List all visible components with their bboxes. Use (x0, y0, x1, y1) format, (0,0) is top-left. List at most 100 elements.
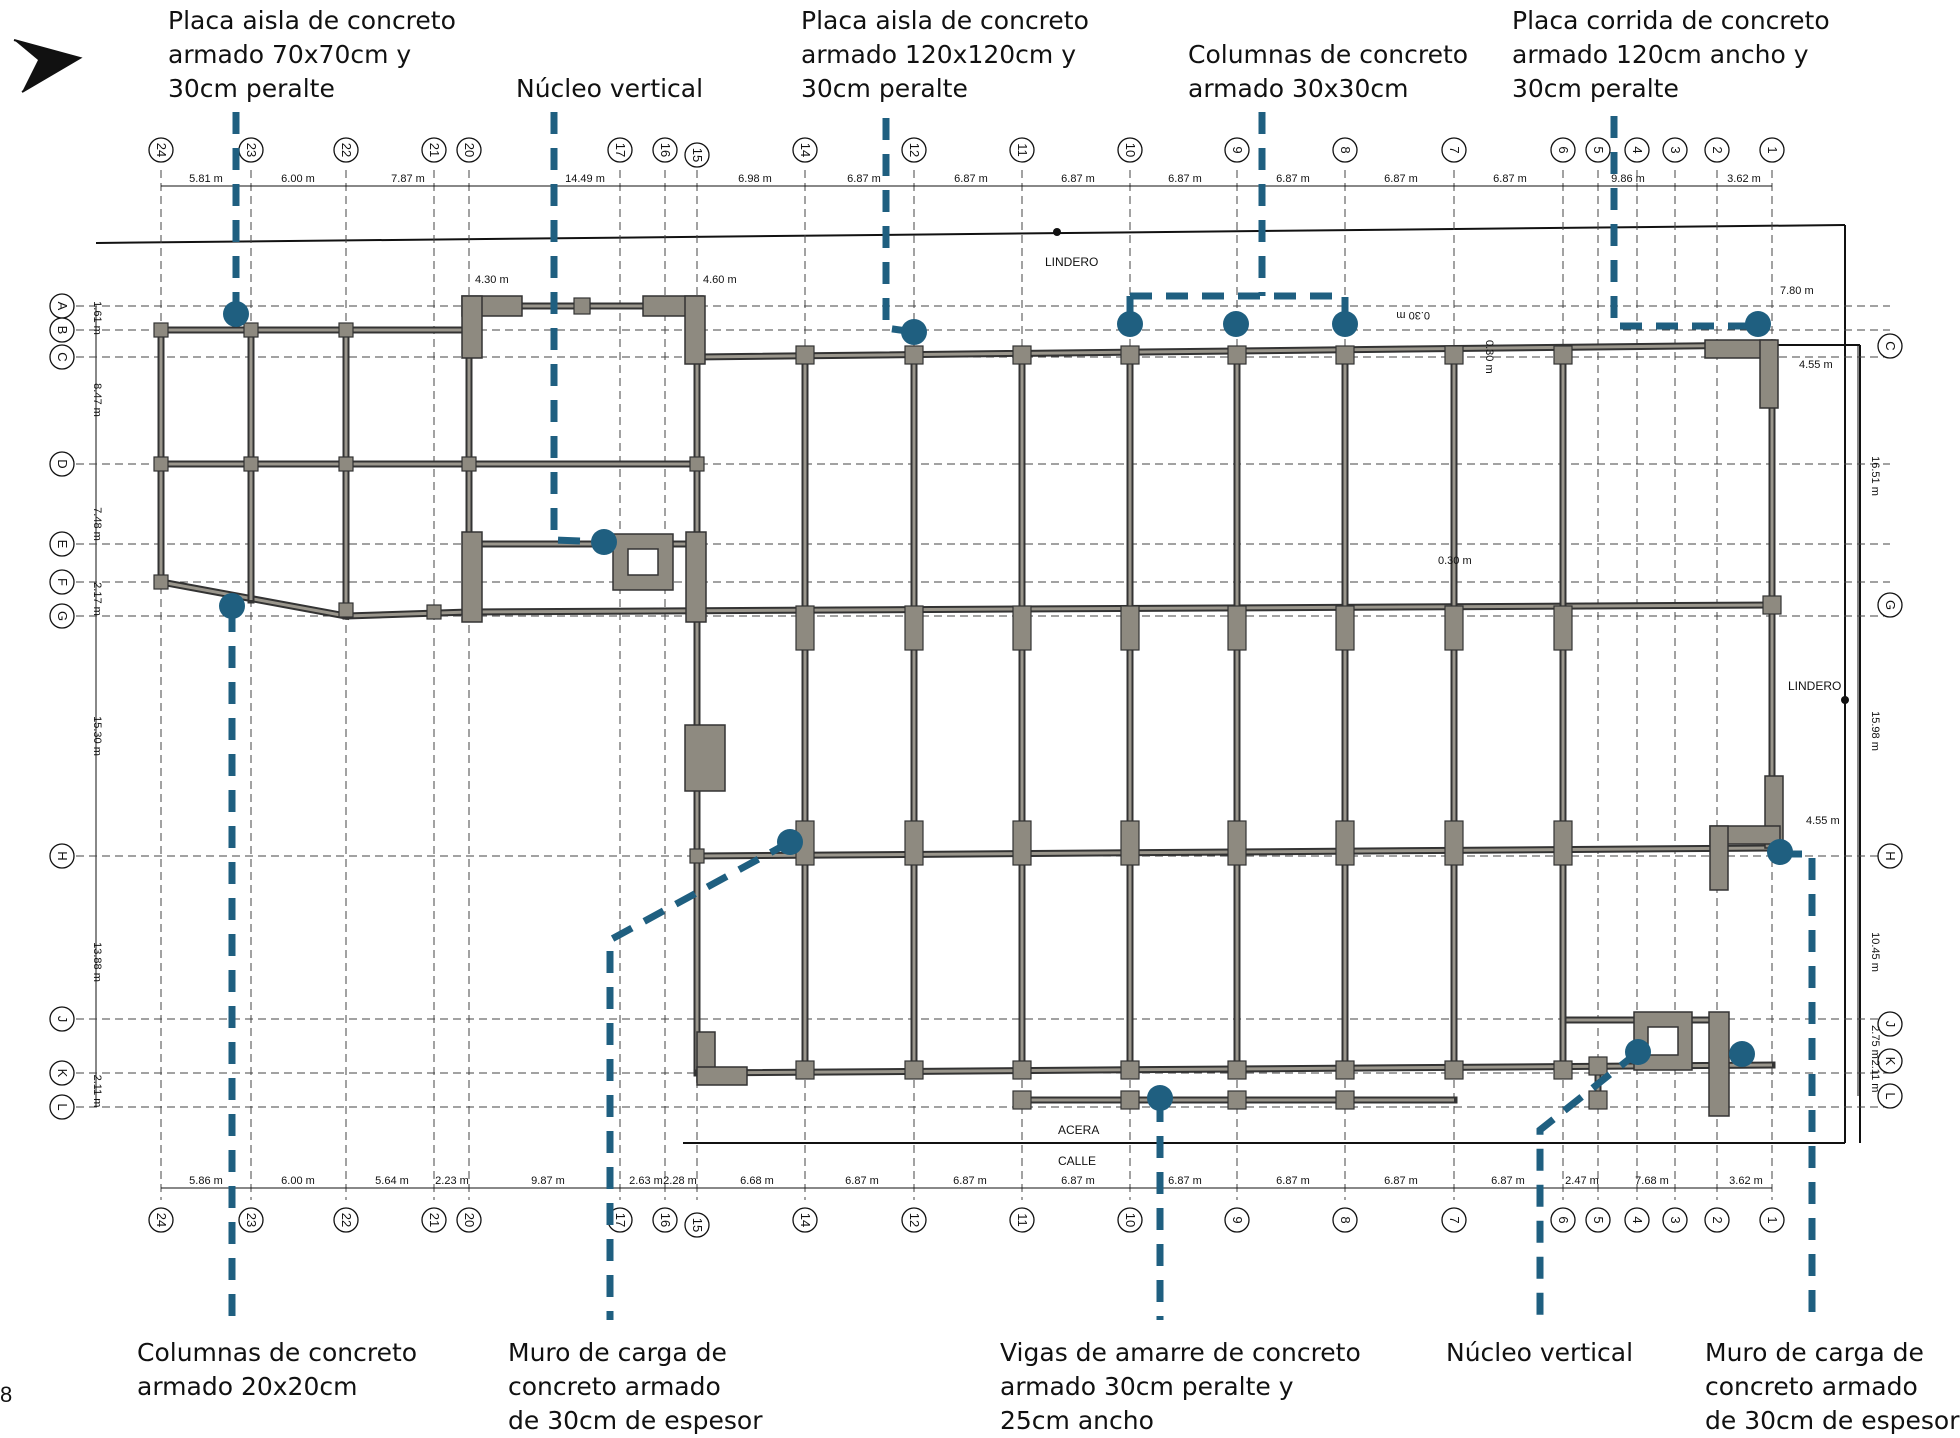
wall-e20 (461, 531, 483, 623)
grid-bubble-bottom-24-label: 24 (154, 1213, 169, 1227)
wall-se-c (1709, 825, 1729, 891)
grid-bubble-bottom-5-label: 5 (1591, 1216, 1606, 1223)
grid-bubble-right-K-label: K (1883, 1057, 1898, 1066)
grid-bubble-bottom-11 (1009, 1207, 1035, 1233)
grid-bubble-left-K (49, 1060, 75, 1086)
grid-bubble-right-K (1877, 1048, 1903, 1074)
wall-ne-b (1759, 339, 1779, 409)
dim-bottom-9: 6.87 m (953, 1175, 987, 1187)
annotation-vertical-core-top: Núcleo vertical (516, 74, 704, 103)
grid-bubble-top-16-label: 16 (658, 143, 673, 157)
annotation-vertical-core-bottom: Núcleo vertical (1446, 1338, 1634, 1367)
dim-left-1: 8.47 m (91, 383, 103, 417)
column-small-4 (243, 456, 259, 472)
grid-bubble-top-2-label: 2 (1710, 146, 1725, 153)
dim-right-2: 10.45 m (1869, 932, 1881, 972)
grid-bubble-right-H (1877, 843, 1903, 869)
grid-bubble-top-9 (1224, 137, 1250, 163)
column-c-7 (1553, 345, 1573, 365)
column-l-8 (1227, 1090, 1247, 1110)
grid-bubble-bottom-21-label: 21 (427, 1213, 442, 1227)
wall-sw-b (696, 1066, 748, 1086)
grid-bubble-top-11 (1009, 137, 1035, 163)
page-number: 8 (0, 1382, 13, 1407)
dim-top-13: 3.62 m (1727, 173, 1761, 185)
dim-left-3: 2.17 m (91, 582, 103, 616)
grid-bubble-bottom-4 (1624, 1207, 1650, 1233)
dim-top-1: 6.00 m (281, 173, 315, 185)
dim-top-6: 6.87 m (954, 173, 988, 185)
callout-wall-right (1780, 850, 1816, 1320)
dim-top-5: 6.87 m (847, 173, 881, 185)
wall-east-j (1708, 1011, 1730, 1117)
column-h-2 (1012, 820, 1032, 866)
dim-right-1: 15.98 m (1869, 711, 1881, 751)
grid-bubble-left-B (49, 317, 75, 343)
dim-top-2: 7.87 m (391, 173, 425, 185)
grid-bubble-top-17-label: 17 (613, 143, 628, 157)
grid-bubble-right-G-label: G (1883, 600, 1898, 610)
dim-top-11: 6.87 m (1493, 173, 1527, 185)
wall-n15-b (684, 295, 706, 365)
dim-right-4: 2.11 m (1869, 1060, 1881, 1093)
grid-bubble-top-24-label: 24 (154, 143, 169, 157)
grid-bubble-bottom-16-label: 16 (658, 1213, 673, 1227)
column-g-3 (1120, 605, 1140, 651)
column-small-8 (426, 604, 442, 620)
column-h-3 (1120, 820, 1140, 866)
callout-dot-8 (777, 829, 803, 855)
dim-460: 4.60 m (703, 274, 737, 286)
column-small-9 (461, 456, 477, 472)
dim-bottom-4: 9.87 m (531, 1175, 565, 1187)
grid-bubble-bottom-10 (1117, 1207, 1143, 1233)
dim-bottom-10: 6.87 m (1061, 1175, 1095, 1187)
dim-top-0: 5.81 m (189, 173, 223, 185)
acera-label: ACERA (1058, 1123, 1099, 1137)
column-h-4 (1227, 820, 1247, 866)
grid-bubble-right-G (1877, 592, 1903, 618)
grid-bubble-bottom-20 (456, 1207, 482, 1233)
dim-left-4: 15.30 m (91, 716, 103, 756)
column-g-6 (1444, 605, 1464, 651)
column-g-1 (904, 605, 924, 651)
grid-bubble-bottom-12-label: 12 (907, 1213, 922, 1227)
dim-bottom-16: 7.68 m (1635, 1175, 1669, 1187)
column-g-0 (795, 605, 815, 651)
grid-bubble-bottom-7 (1441, 1207, 1467, 1233)
grid-bubble-bottom-7-label: 7 (1447, 1216, 1462, 1223)
callout-strip-footing (1610, 116, 1758, 330)
grid-bubble-top-5 (1585, 137, 1611, 163)
grid-bubble-top-14 (792, 137, 818, 163)
dim-bottom-7: 6.68 m (740, 1175, 774, 1187)
callout-dot-3 (1117, 311, 1143, 337)
dim-top-7: 6.87 m (1061, 173, 1095, 185)
grid-bubble-left-F (49, 569, 75, 595)
beam-g-west-core (345, 610, 470, 618)
wall-mid-west (684, 724, 726, 792)
grid-bubble-top-2 (1704, 137, 1730, 163)
dim-bottom-8: 6.87 m (845, 1175, 879, 1187)
column-c-4 (1227, 345, 1247, 365)
column-c-2 (1012, 345, 1032, 365)
callout-dot-12 (1767, 839, 1793, 865)
callout-dot-9 (1147, 1085, 1173, 1111)
column-c-5 (1335, 345, 1355, 365)
column-k-0 (795, 1060, 815, 1080)
grid-bubble-bottom-11-label: 11 (1015, 1213, 1030, 1227)
column-l-9 (1120, 1090, 1140, 1110)
north-arrow-icon (14, 40, 80, 92)
column-l-5 (1588, 1090, 1608, 1110)
column-g-7 (1553, 605, 1573, 651)
tie-beams (156, 302, 1776, 1104)
grid-bubble-top-22-label: 22 (339, 143, 354, 157)
bearing-walls (461, 295, 1784, 1117)
grid-bubble-top-10 (1117, 137, 1143, 163)
column-k-3 (1120, 1060, 1140, 1080)
column-k-6 (1444, 1060, 1464, 1080)
column-c-0 (795, 345, 815, 365)
grid-bubble-bottom-5 (1585, 1207, 1611, 1233)
grid-bubble-top-3-label: 3 (1668, 146, 1683, 153)
